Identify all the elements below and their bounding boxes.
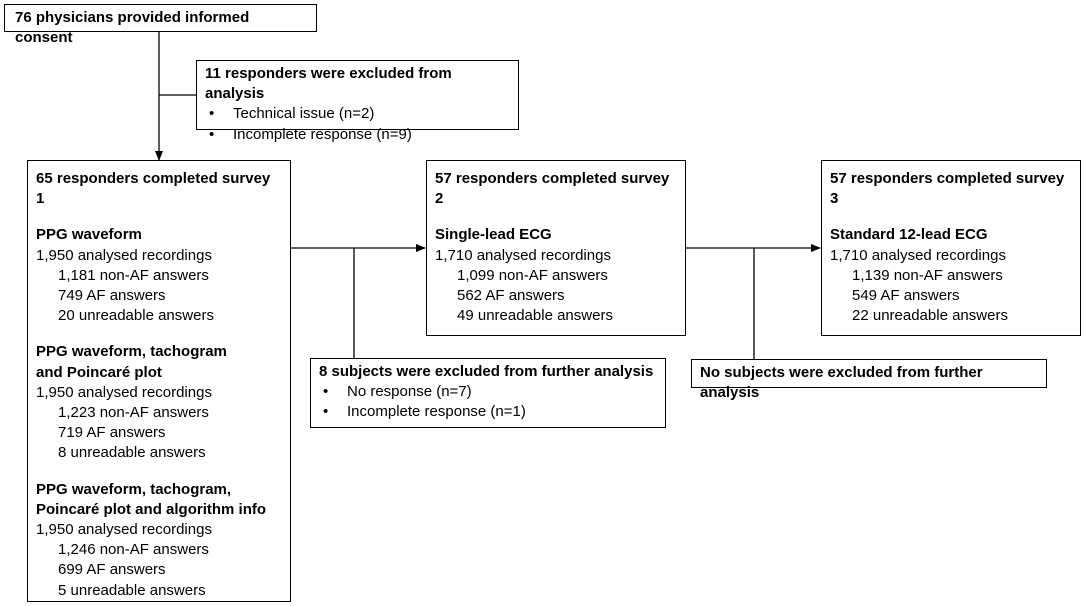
excluded-analysis-box: 11 responders were excluded from analysi… (196, 60, 519, 143)
af-answers: 719 AF answers (58, 424, 166, 442)
excluded-further-bullet: • No response (n=7) (319, 382, 657, 402)
survey3-box: 57 responders completed survey 3 Standar… (821, 160, 1081, 336)
bullet-icon: • (209, 125, 215, 143)
no-exclusion-box: No subjects were excluded from further a… (691, 359, 1047, 401)
excluded-analysis-bullet: • Technical issue (n=2) (205, 104, 510, 124)
excluded-further-box: 8 subjects were excluded from further an… (310, 358, 666, 428)
af-answers: 562 AF answers (457, 287, 565, 305)
excluded-further-title: 8 subjects were excluded from further an… (319, 363, 654, 380)
consent-box: 76 physicians provided informed consent (4, 4, 317, 46)
survey1-section-head: PPG waveform, tachogram, (36, 480, 232, 498)
survey1-title: 65 responders completed survey 1 (36, 170, 271, 208)
excluded-further-bullet: • Incomplete response (n=1) (319, 402, 657, 422)
analysed-recordings: 1,950 analysed recordings (36, 383, 212, 401)
survey1-box: 65 responders completed survey 1 PPG wav… (27, 160, 291, 602)
no-exclusion-title: No subjects were excluded from further a… (700, 364, 983, 402)
af-answers: 749 AF answers (58, 287, 166, 305)
analysed-recordings: 1,950 analysed recordings (36, 521, 212, 539)
non-af-answers: 1,246 non-AF answers (58, 541, 209, 559)
survey1-section-head: and Poincaré plot (36, 363, 162, 381)
non-af-answers: 1,223 non-AF answers (58, 404, 209, 422)
survey2-title: 57 responders completed survey 2 (435, 170, 670, 208)
analysed-recordings: 1,710 analysed recordings (830, 246, 1006, 264)
non-af-answers: 1,181 non-AF answers (58, 266, 209, 284)
survey3-section-head: Standard 12-lead ECG (830, 226, 988, 244)
survey2-section-head: Single-lead ECG (435, 226, 552, 244)
non-af-answers: 1,099 non-AF answers (457, 266, 608, 284)
survey1-section-head: PPG waveform, tachogram (36, 343, 227, 361)
bullet-icon: • (209, 105, 215, 123)
unreadable-answers: 49 unreadable answers (457, 307, 613, 325)
analysed-recordings: 1,710 analysed recordings (435, 246, 611, 264)
unreadable-answers: 20 unreadable answers (58, 307, 214, 325)
excluded-analysis-bullet: • Incomplete response (n=9) (205, 125, 510, 145)
survey3-title: 57 responders completed survey 3 (830, 170, 1065, 208)
survey2-box: 57 responders completed survey 2 Single-… (426, 160, 686, 336)
unreadable-answers: 5 unreadable answers (58, 581, 206, 599)
non-af-answers: 1,139 non-AF answers (852, 266, 1003, 284)
bullet-icon: • (323, 403, 329, 421)
analysed-recordings: 1,950 analysed recordings (36, 246, 212, 264)
excluded-analysis-title: 11 responders were excluded from analysi… (205, 65, 452, 103)
unreadable-answers: 8 unreadable answers (58, 444, 206, 462)
unreadable-answers: 22 unreadable answers (852, 307, 1008, 325)
survey1-section-head: Poincaré plot and algorithm info (36, 500, 267, 518)
bullet-icon: • (323, 383, 329, 401)
consent-title: 76 physicians provided informed consent (15, 9, 250, 47)
af-answers: 699 AF answers (58, 561, 166, 579)
af-answers: 549 AF answers (852, 287, 960, 305)
survey1-section-head: PPG waveform (36, 226, 142, 244)
